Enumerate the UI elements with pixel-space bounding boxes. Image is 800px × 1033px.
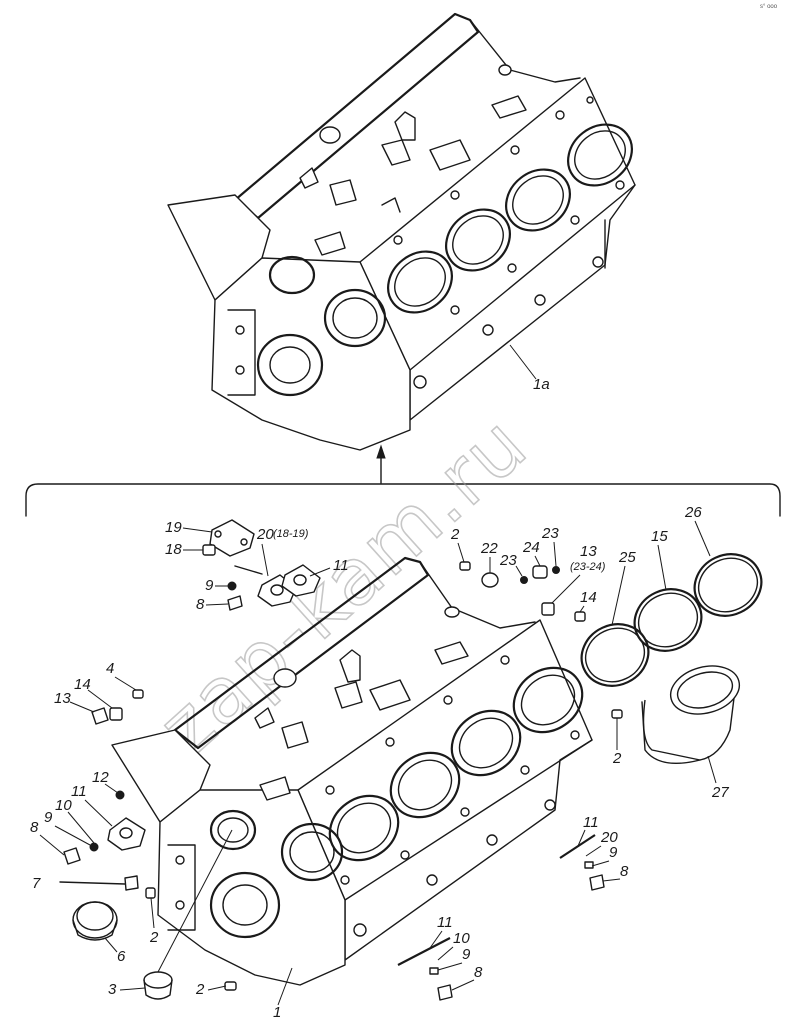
label-19: 19: [165, 519, 182, 536]
label-20b: 20: [600, 829, 618, 846]
label-9b: 9: [44, 809, 53, 826]
label-8d: 8: [474, 964, 483, 981]
label-11c: 11: [583, 814, 599, 831]
label-8c: 8: [620, 863, 629, 880]
label-1: 1: [273, 1004, 281, 1021]
label-14a: 14: [580, 589, 597, 606]
label-2b: 2: [612, 750, 622, 767]
label-26: 26: [684, 504, 702, 521]
label-8b: 8: [30, 819, 39, 836]
label-4: 4: [106, 660, 114, 677]
engine-block-assembly-top: [167, 12, 636, 451]
label-9c: 9: [609, 844, 618, 861]
label-2a: 2: [450, 526, 460, 543]
corner-mark: s° ooo: [760, 4, 778, 10]
label-7: 7: [32, 875, 41, 892]
label-23a: 23: [499, 552, 517, 569]
label-25: 25: [618, 549, 636, 566]
label-6: 6: [117, 948, 126, 965]
label-9d: 9: [462, 946, 471, 963]
label-11b: 11: [71, 783, 87, 800]
label-20-sub: (18-19): [273, 528, 309, 540]
label-14b: 14: [74, 676, 91, 693]
label-20: 20: [256, 526, 274, 543]
label-12: 12: [92, 769, 109, 786]
label-2d: 2: [195, 981, 205, 998]
engine-block-bottom: [111, 556, 593, 986]
label-11d: 11: [437, 914, 453, 931]
label-13b: 13: [54, 690, 71, 707]
label-18: 18: [165, 541, 182, 558]
label-8a: 8: [196, 596, 205, 613]
label-10b: 10: [453, 930, 470, 947]
grouping-bracket: [25, 483, 781, 517]
label-3: 3: [108, 981, 117, 998]
label-13a-sub: (23-24): [570, 561, 606, 573]
label-15: 15: [651, 528, 668, 545]
label-27: 27: [711, 784, 729, 801]
label-13a: 13: [580, 543, 597, 560]
label-2c: 2: [149, 929, 159, 946]
label-1a: 1a: [533, 376, 550, 393]
label-10a: 10: [55, 797, 72, 814]
label-11a: 11: [333, 557, 349, 574]
callout-labels: 19 18 20 (18-19) 11 9 8 2 22 23 23 24 13…: [30, 504, 729, 1021]
label-9a: 9: [205, 577, 214, 594]
loose-parts: [59, 519, 763, 1001]
label-24: 24: [522, 539, 540, 556]
label-23b: 23: [541, 525, 559, 542]
label-22: 22: [480, 540, 498, 557]
